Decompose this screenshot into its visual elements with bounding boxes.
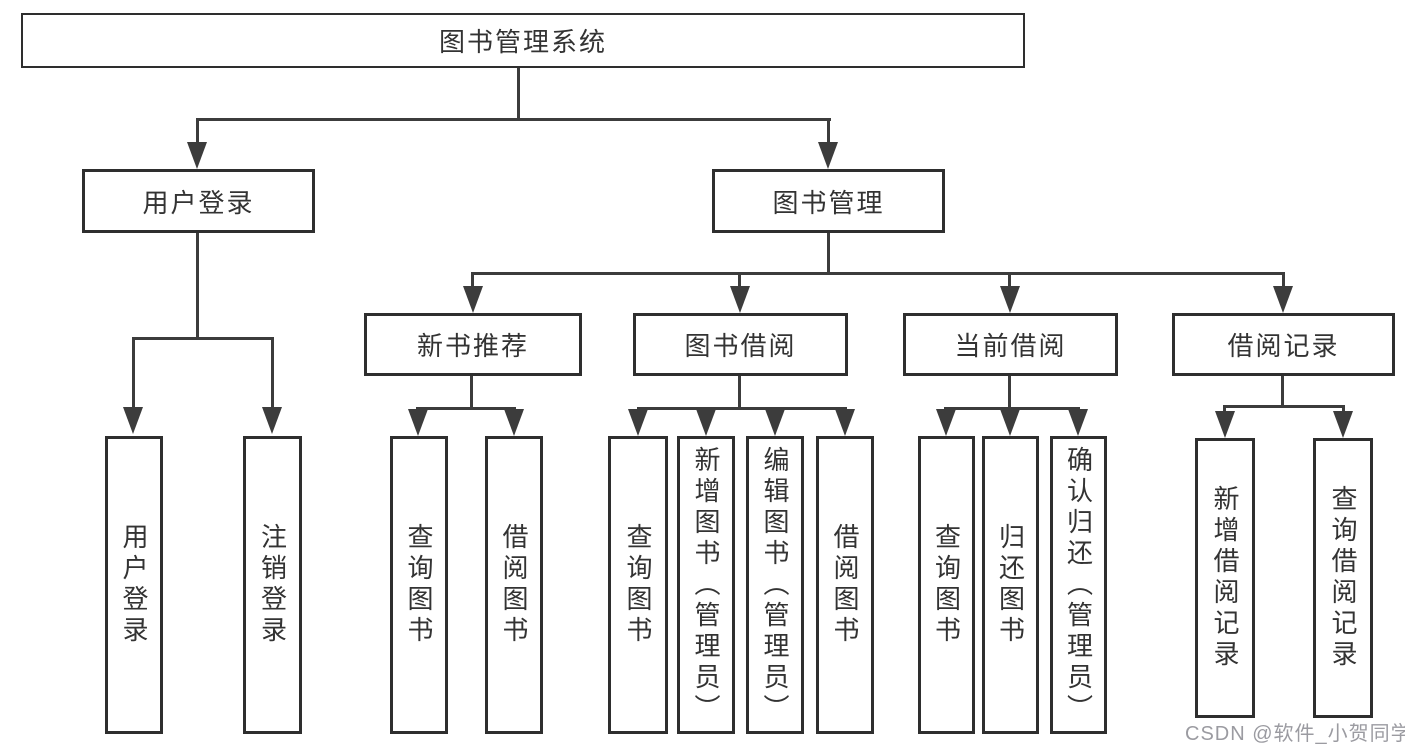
connector-sec2-drop [738, 272, 741, 288]
connector-sec1-stub [470, 374, 473, 410]
node-user-login: 用户登录 [82, 169, 315, 233]
arrowhead-sec4 [1273, 286, 1293, 313]
leaf-query-book-current-label: 查询图书 [931, 523, 962, 647]
connector-sec4-split [1223, 405, 1345, 408]
arrowhead-sec1 [463, 286, 483, 313]
node-root-label: 图书管理系统 [438, 27, 607, 57]
leaf-return-book: 归还图书 [982, 436, 1039, 734]
connector-sec2-split [637, 407, 847, 410]
node-current-borrowing: 当前借阅 [903, 313, 1118, 376]
node-book-management-label: 图书管理 [772, 187, 885, 218]
connector-sec3-split [944, 407, 1080, 410]
leaf-borrow-book-recommend-label: 借阅图书 [499, 523, 529, 647]
connector-sec1-drop [471, 272, 474, 288]
arrowhead-login-c1 [123, 407, 143, 434]
leaf-confirm-return-admin-label: 确认归还（管理员） [1063, 445, 1094, 725]
leaf-add-borrow-record: 新增借阅记录 [1195, 438, 1255, 718]
node-new-book-recommend: 新书推荐 [364, 313, 582, 376]
arrowhead-sec2-c1 [628, 409, 648, 436]
arrowhead-login-c2 [262, 407, 282, 434]
leaf-edit-book-admin-label: 编辑图书（管理员） [760, 445, 790, 725]
connector-root-stub [517, 68, 520, 121]
connector-sec1-split [416, 407, 516, 410]
arrowhead-sec4-c1 [1215, 411, 1235, 438]
leaf-query-book-recommend: 查询图书 [390, 436, 448, 734]
node-book-borrowing: 图书借阅 [633, 313, 848, 376]
leaf-query-book-current: 查询图书 [918, 436, 975, 734]
node-borrowing-records-label: 借阅记录 [1227, 331, 1340, 361]
connector-sec3-stub [1008, 374, 1011, 410]
arrowhead-manage [818, 142, 838, 169]
arrowhead-sec2-c3 [765, 409, 785, 436]
leaf-query-borrow-record-label: 查询借阅记录 [1328, 485, 1358, 671]
arrowhead-login [187, 142, 207, 169]
node-user-login-label: 用户登录 [142, 187, 255, 218]
arrowhead-sec3 [1000, 286, 1020, 313]
leaf-query-book-borrowing: 查询图书 [608, 436, 668, 734]
arrowhead-sec2 [730, 286, 750, 313]
node-book-borrowing-label: 图书借阅 [684, 331, 797, 361]
connector-sec3-drop [1008, 272, 1011, 288]
leaf-borrow-book: 借阅图书 [816, 436, 874, 734]
arrowhead-sec1-c1 [408, 409, 428, 436]
node-borrowing-records: 借阅记录 [1172, 313, 1395, 376]
leaf-borrow-book-recommend: 借阅图书 [485, 436, 543, 734]
arrowhead-sec1-c2 [504, 409, 524, 436]
leaf-logout: 注销登录 [243, 436, 302, 734]
leaf-return-book-label: 归还图书 [995, 523, 1026, 647]
leaf-edit-book-admin: 编辑图书（管理员） [746, 436, 804, 734]
leaf-borrow-book-label: 借阅图书 [830, 523, 860, 647]
node-root: 图书管理系统 [21, 13, 1025, 68]
connector-manage-drop [827, 118, 830, 144]
arrowhead-sec2-c4 [835, 409, 855, 436]
connector-login-c2-drop [271, 337, 274, 409]
leaf-user-login-label: 用户登录 [119, 523, 149, 647]
leaf-query-book-borrowing-label: 查询图书 [623, 523, 653, 647]
connector-login-stub [196, 230, 199, 340]
leaf-query-borrow-record: 查询借阅记录 [1313, 438, 1373, 718]
connector-level2-split [196, 118, 831, 121]
leaf-add-borrow-record-label: 新增借阅记录 [1210, 485, 1240, 671]
connector-sec2-stub [738, 374, 741, 410]
arrowhead-sec2-c2 [696, 409, 716, 436]
connector-manage-stub [827, 230, 830, 275]
node-new-book-recommend-label: 新书推荐 [416, 331, 529, 361]
connector-sec4-drop [1282, 272, 1285, 288]
node-book-management: 图书管理 [712, 169, 945, 233]
leaf-user-login: 用户登录 [105, 436, 163, 734]
connector-login-drop [196, 118, 199, 144]
connector-sec4-stub [1281, 374, 1284, 408]
arrowhead-sec3-c3 [1068, 409, 1088, 436]
leaf-add-book-admin: 新增图书（管理员） [677, 436, 735, 734]
connector-login-c1-drop [132, 337, 135, 409]
arrowhead-sec3-c2 [1000, 409, 1020, 436]
node-current-borrowing-label: 当前借阅 [954, 331, 1067, 361]
leaf-confirm-return-admin: 确认归还（管理员） [1050, 436, 1107, 734]
leaf-logout-label: 注销登录 [257, 523, 288, 647]
arrowhead-sec3-c1 [936, 409, 956, 436]
csdn-watermark: CSDN @软件_小贺同学 [1185, 723, 1405, 745]
leaf-query-book-recommend-label: 查询图书 [404, 523, 434, 647]
leaf-add-book-admin-label: 新增图书（管理员） [691, 445, 721, 725]
connector-login-split [132, 337, 274, 340]
arrowhead-sec4-c2 [1333, 411, 1353, 438]
connector-level3-split [471, 272, 1285, 275]
